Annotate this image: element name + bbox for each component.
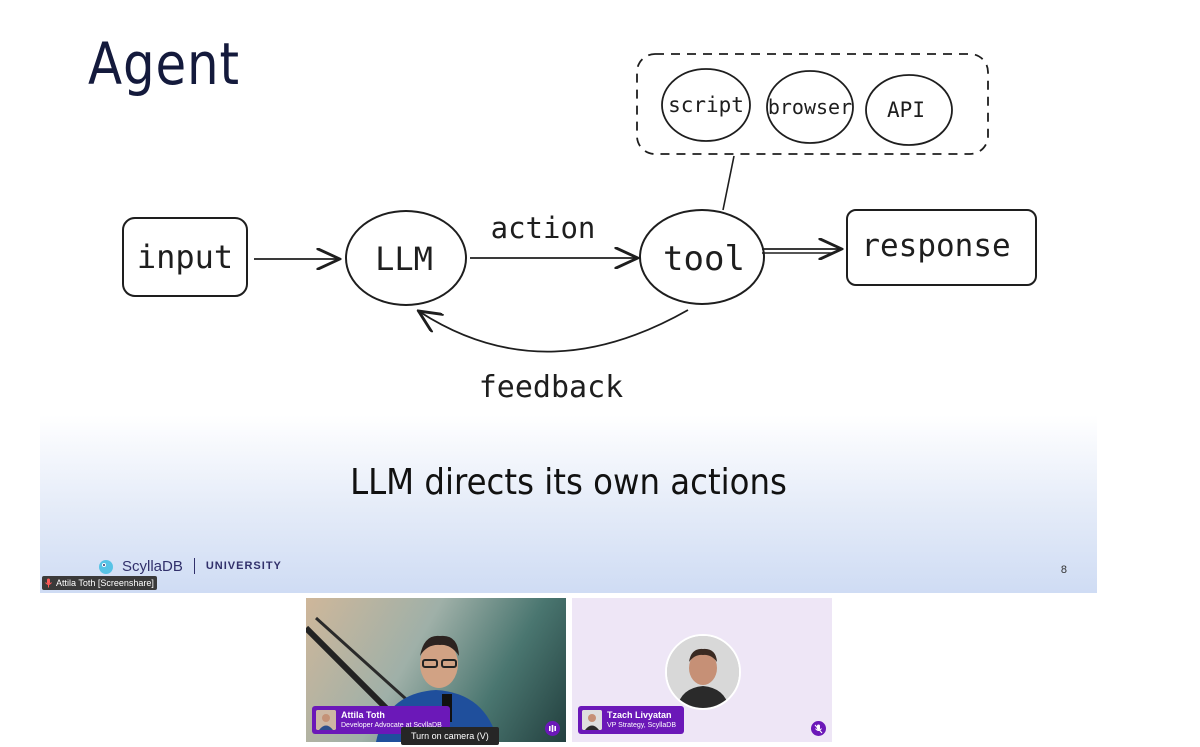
feedback-arrow [420, 310, 689, 353]
agent-diagram: script browser API input LLM action tool… [122, 53, 1037, 405]
brand-name: ScyllaDB [122, 557, 183, 575]
scylladb-logo-icon [99, 560, 113, 574]
input-box [122, 217, 248, 297]
participant-role: Developer Advocate at ScyllaDB [341, 722, 442, 729]
participant-avatar-large [665, 634, 741, 710]
presentation-slide: Agent script browser API input LLM actio… [40, 0, 1097, 593]
brand-logo-row: ScyllaDB UNIVERSITY [96, 556, 282, 576]
mic-off-icon [814, 724, 823, 733]
tool-browser-circle [766, 70, 854, 144]
participant-name: Attila Toth [341, 710, 385, 720]
brand-separator [193, 558, 195, 574]
muted-indicator [811, 721, 826, 736]
avatar-image [316, 710, 336, 730]
slide-caption: LLM directs its own actions [350, 462, 787, 503]
llm-label: LLM [375, 240, 433, 278]
avatar [316, 710, 336, 730]
tool-api-label: API [887, 98, 925, 122]
participant-tile-tzach[interactable]: Tzach Livyatan VP Strategy, ScyllaDB [572, 598, 832, 742]
screenshare-label: Attila Toth [Screenshare] [56, 578, 154, 588]
participant-photo [667, 636, 739, 708]
llm-circle [345, 210, 467, 306]
audio-bars-icon [549, 725, 556, 732]
tool-browser-label: browser [768, 95, 852, 119]
tool-label: tool [663, 239, 745, 279]
tool-script-label: script [668, 93, 744, 117]
feedback-label: feedback [479, 370, 624, 405]
tools-group-box [636, 53, 989, 155]
participant-name-chip: Attila Toth Developer Advocate at Scylla… [312, 706, 450, 734]
mic-off-icon [45, 578, 52, 588]
tool-group-connector [722, 155, 735, 211]
avatar-image [582, 710, 602, 730]
brand-sub: UNIVERSITY [205, 560, 282, 572]
tool-script-circle [661, 68, 751, 142]
screenshare-badge: Attila Toth [Screenshare] [42, 576, 157, 590]
avatar [582, 710, 602, 730]
action-label: action [491, 211, 596, 245]
participant-name: Tzach Livyatan [607, 710, 672, 720]
camera-tooltip: Turn on camera (V) [401, 727, 499, 745]
tool-api-circle [865, 74, 953, 146]
response-box [846, 209, 1037, 286]
input-label: input [137, 238, 233, 276]
slide-title: Agent [88, 30, 240, 98]
participant-name-chip: Tzach Livyatan VP Strategy, ScyllaDB [578, 706, 684, 734]
audio-level-icon [545, 721, 560, 736]
slide-page-number: 8 [1060, 564, 1067, 576]
participant-role: VP Strategy, ScyllaDB [607, 722, 676, 729]
tool-circle [639, 209, 765, 305]
response-label: response [861, 228, 1010, 264]
participant-tile-attila[interactable]: Attila Toth Developer Advocate at Scylla… [306, 598, 566, 742]
